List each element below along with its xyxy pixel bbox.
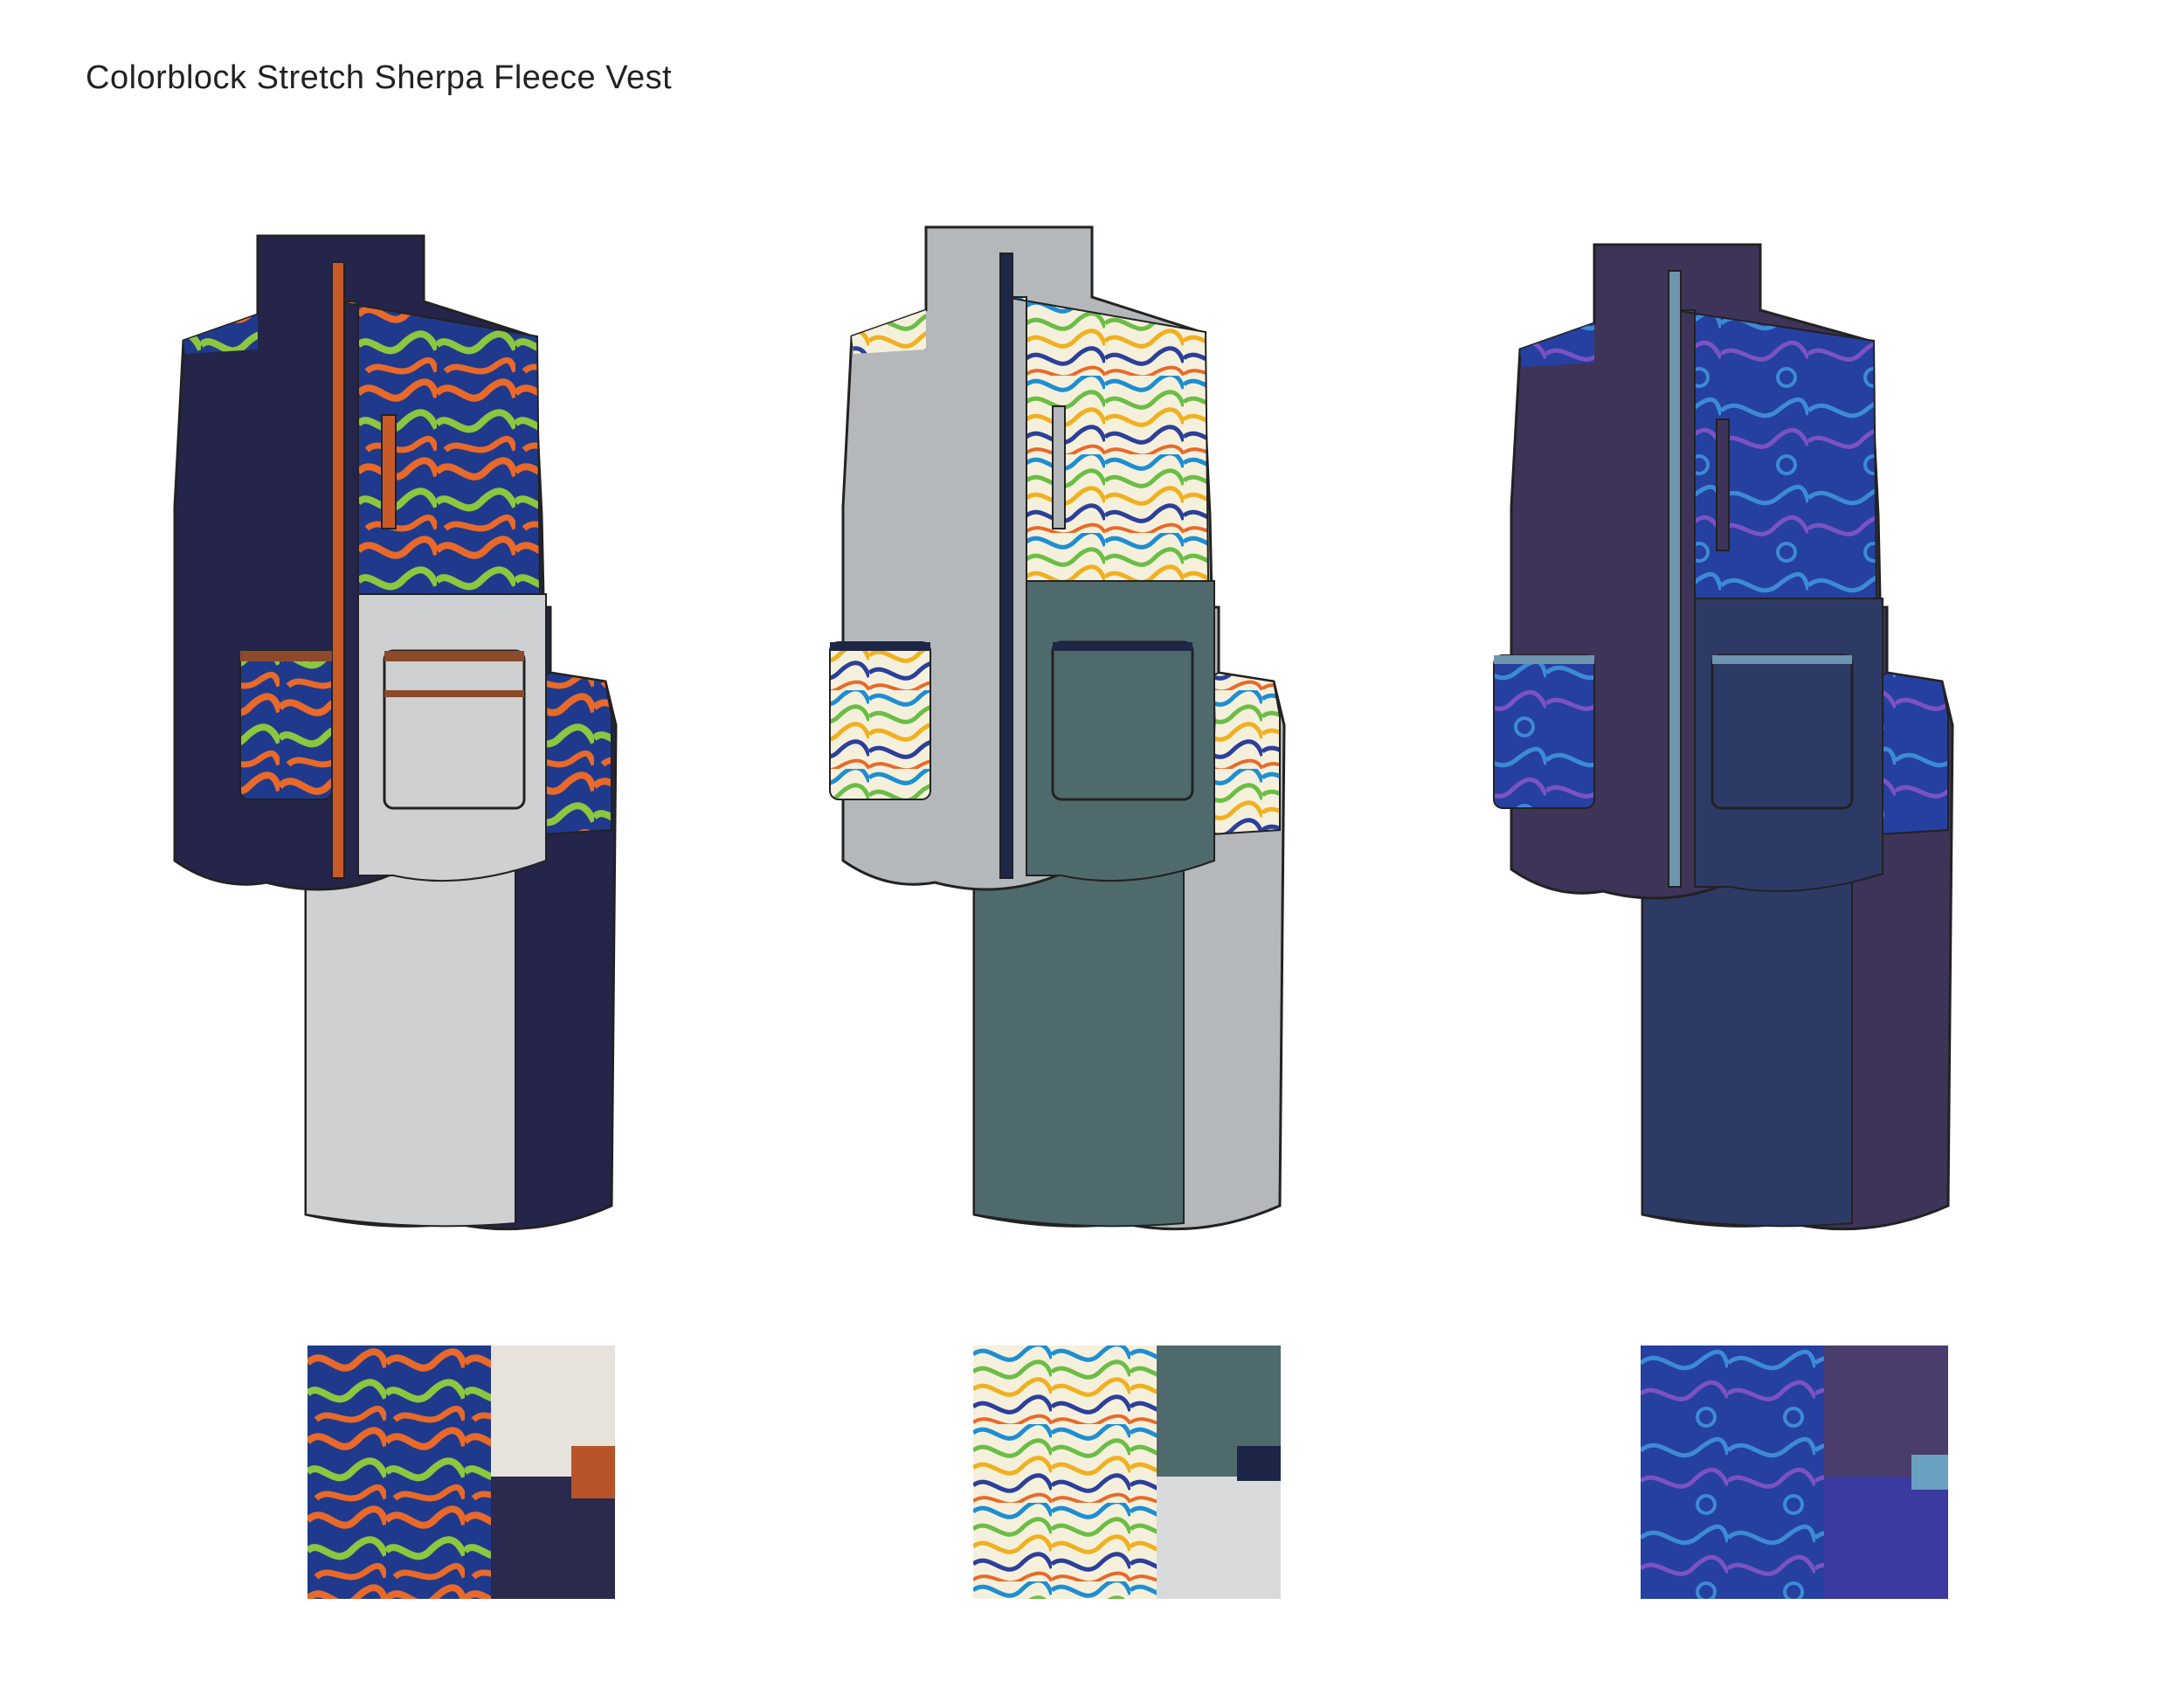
colorway-3	[1459, 218, 2070, 1616]
colorway-2	[791, 218, 1402, 1616]
vest-front-view	[829, 225, 1216, 891]
vest-flat-sketch-colorway-3	[1493, 243, 1954, 1231]
vest-front-view	[1493, 243, 1884, 900]
colorway-1	[122, 218, 734, 1616]
fabric-swatch-colorway-2	[973, 1346, 1281, 1599]
vest-flat-sketch-colorway-1	[173, 234, 618, 1231]
vest-front-view	[173, 234, 548, 891]
page-title: Colorblock Stretch Sherpa Fleece Vest	[86, 59, 673, 96]
vest-flat-sketch-colorway-2	[829, 225, 1286, 1231]
fabric-swatch-colorway-3	[1641, 1346, 1948, 1599]
fabric-swatch-colorway-1	[308, 1346, 615, 1599]
